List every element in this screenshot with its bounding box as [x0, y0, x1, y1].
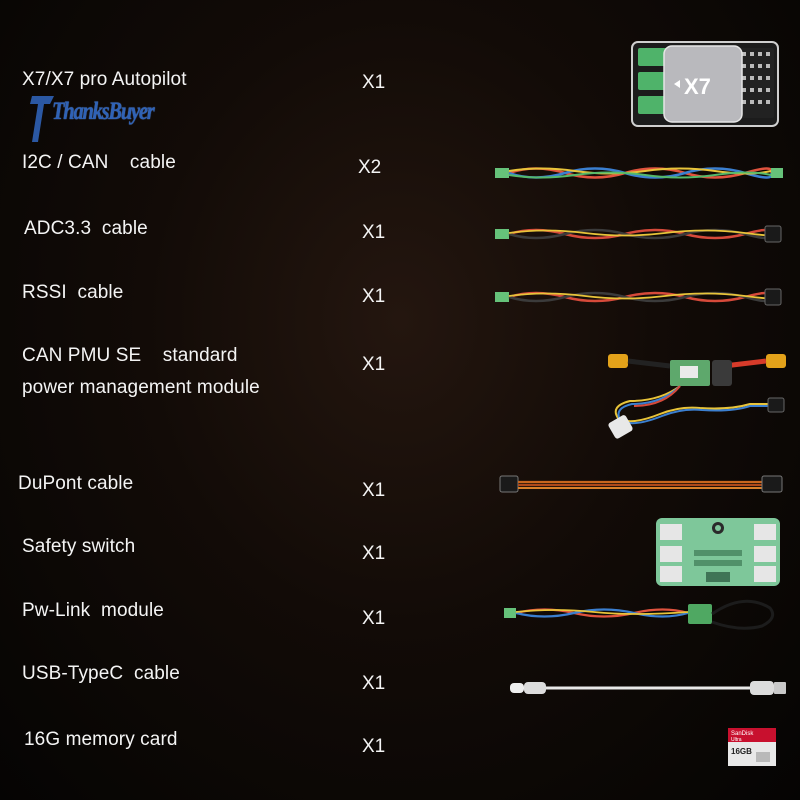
item-name: 16G memory card: [24, 729, 178, 750]
item-qty: X1: [362, 480, 386, 501]
item-qty: X1: [362, 673, 386, 694]
item-name: USB-TypeC cable: [22, 663, 180, 684]
autopilot-board-icon: X7: [631, 41, 779, 127]
twisted-cable-icon: [495, 288, 782, 306]
item-qty: X1: [362, 608, 386, 629]
card-brand: SanDisk: [731, 731, 754, 737]
twisted-cable-icon: [495, 225, 782, 243]
memory-card-icon: SanDisk Ultra 16GB: [728, 728, 776, 766]
twisted-cable-icon: [495, 167, 783, 179]
pw-link-module-icon: [504, 599, 775, 630]
logo-mark-icon: [30, 96, 54, 142]
item-name: Safety switch: [22, 536, 136, 557]
board-label: X7: [684, 74, 711, 99]
item-qty: X1: [362, 736, 386, 757]
item-qty: X2: [358, 157, 382, 178]
item-name: ADC3.3 cable: [24, 218, 148, 239]
item-qty: X1: [362, 222, 386, 243]
item-name: DuPont cable: [18, 473, 134, 494]
item-name: X7/X7 pro Autopilot: [22, 69, 187, 90]
item-name: I2C / CAN cable: [22, 152, 176, 173]
dupont-cable-icon: [499, 475, 783, 493]
item-name: RSSI cable: [22, 282, 124, 303]
item-qty: X1: [362, 286, 386, 307]
item-name: CAN PMU SE standard power management mod…: [22, 345, 260, 398]
thanksbuyer-watermark-logo: ThanksBuyer: [28, 92, 158, 144]
item-qty: X1: [362, 354, 386, 375]
card-line: Ultra: [731, 737, 742, 743]
item-qty: X1: [362, 72, 386, 93]
item-qty: X1: [362, 543, 386, 564]
usb-typec-cable-icon: [510, 681, 786, 695]
safety-switch-board-icon: [656, 518, 780, 586]
power-module-icon: [608, 354, 786, 439]
item-name: Pw-Link module: [22, 600, 164, 621]
watermark-text: ThanksBuyer: [52, 98, 155, 125]
card-capacity: 16GB: [731, 747, 752, 756]
